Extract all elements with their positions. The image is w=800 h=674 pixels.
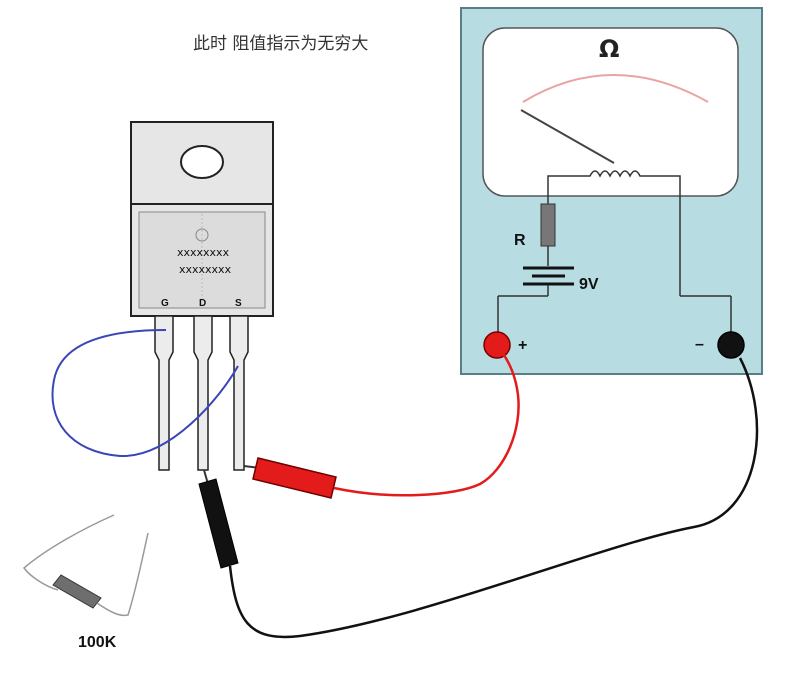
resistor-label-r: R	[514, 232, 526, 249]
drain-lead	[193, 315, 213, 471]
meter-face	[482, 27, 739, 197]
source-lead	[229, 315, 249, 471]
black-probe	[198, 357, 759, 639]
ohm-symbol: Ω	[599, 35, 619, 63]
red-probe-lead	[333, 345, 520, 497]
body-dimple	[195, 228, 209, 242]
black-probe-handle	[198, 478, 239, 569]
red-probe-handle	[252, 457, 337, 499]
gate-lead	[154, 315, 174, 471]
resistor-value-label: 100K	[78, 634, 117, 651]
caption-text: 此时 阻值指示为无穷大	[193, 34, 368, 54]
meter-needle	[520, 109, 615, 164]
marking-line-1: xxxxxxxx	[177, 246, 230, 259]
battery-label: 9V	[579, 276, 599, 293]
pin-label-s: S	[235, 298, 242, 309]
minus-label: –	[695, 336, 704, 353]
meter-coil	[547, 170, 681, 182]
mosfet-transistor: xxxxxxxx xxxxxxxx G D S	[130, 121, 274, 471]
pin-label-d: D	[199, 298, 206, 309]
negative-terminal	[717, 331, 745, 359]
resistor-body	[52, 574, 102, 609]
resistor-100k: 100K	[22, 514, 149, 651]
resistor-lead-left	[22, 514, 115, 591]
mounting-hole	[180, 145, 224, 179]
red-probe	[243, 345, 520, 499]
meter-scale-arc	[522, 74, 709, 103]
plus-label: +	[518, 337, 527, 354]
gate-source-jumper-wire	[51, 329, 239, 458]
resistor-lead-right	[96, 532, 149, 617]
marking-line-2: xxxxxxxx	[179, 263, 232, 276]
internal-resistor	[540, 203, 556, 247]
multimeter: Ω R 9V + –	[460, 7, 763, 375]
black-probe-lead	[228, 357, 759, 639]
pin-label-g: G	[161, 298, 169, 309]
positive-terminal	[483, 331, 511, 359]
